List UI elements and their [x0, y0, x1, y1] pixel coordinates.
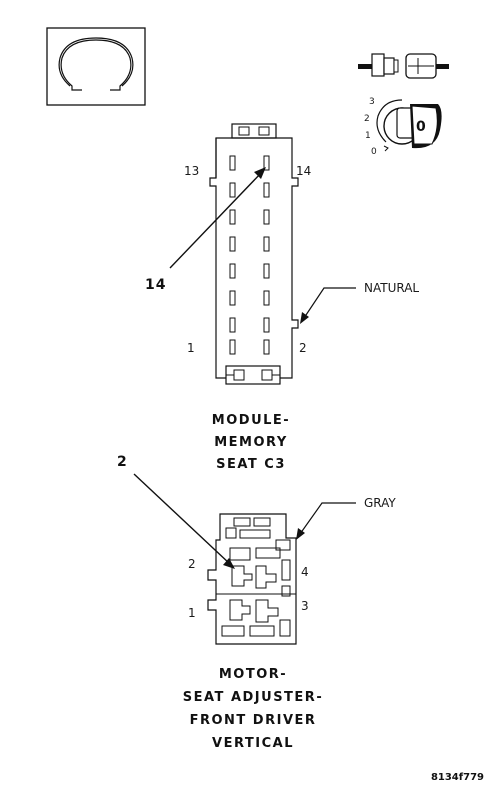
connector-plug-icon [358, 53, 449, 79]
c3-title-line-3: SEAT C3 [216, 457, 286, 472]
motor-title-line-2: SEAT ADJUSTER- [183, 690, 323, 705]
motor-connector-body [207, 513, 297, 645]
motor-pin-2-label: 2 [188, 557, 196, 571]
c3-callout-pin: 14 [145, 277, 166, 293]
motor-title-line-4: VERTICAL [212, 736, 294, 751]
motor-color-leader [296, 502, 356, 540]
c3-pin-cavities [229, 155, 270, 355]
key-position-3: 3 [369, 97, 375, 107]
key-position-2: 2 [364, 114, 370, 124]
c3-title-line-1: MODULE- [212, 413, 290, 428]
motor-title-line-1: MOTOR- [219, 667, 287, 682]
motor-pin-1-label: 1 [188, 606, 196, 620]
c3-title-line-2: MEMORY [214, 435, 288, 450]
c3-pin-1-label: 1 [187, 341, 195, 355]
c3-callout-arrow [169, 167, 266, 269]
motor-color-label: GRAY [364, 496, 396, 510]
key-position-1: 1 [365, 131, 371, 141]
c3-pin-13-label: 13 [184, 164, 199, 178]
c3-pin-14-label: 14 [296, 164, 311, 178]
motor-title-line-3: FRONT DRIVER [190, 713, 317, 728]
figure-id: 8134f779 [431, 772, 484, 783]
motor-pin-4-label: 4 [301, 565, 309, 579]
c3-pin-2-label: 2 [299, 341, 307, 355]
motor-pin-3-label: 3 [301, 599, 309, 613]
ignition-key-icon: 0 3 2 1 0 [364, 97, 442, 157]
c3-color-leader [300, 287, 356, 324]
ohm-symbol-icon [46, 27, 146, 106]
key-label: 0 [416, 119, 427, 135]
key-position-0: 0 [371, 147, 377, 157]
c3-color-label: NATURAL [364, 281, 419, 295]
connector-c3-body [209, 123, 299, 385]
motor-callout-pin: 2 [117, 454, 128, 470]
